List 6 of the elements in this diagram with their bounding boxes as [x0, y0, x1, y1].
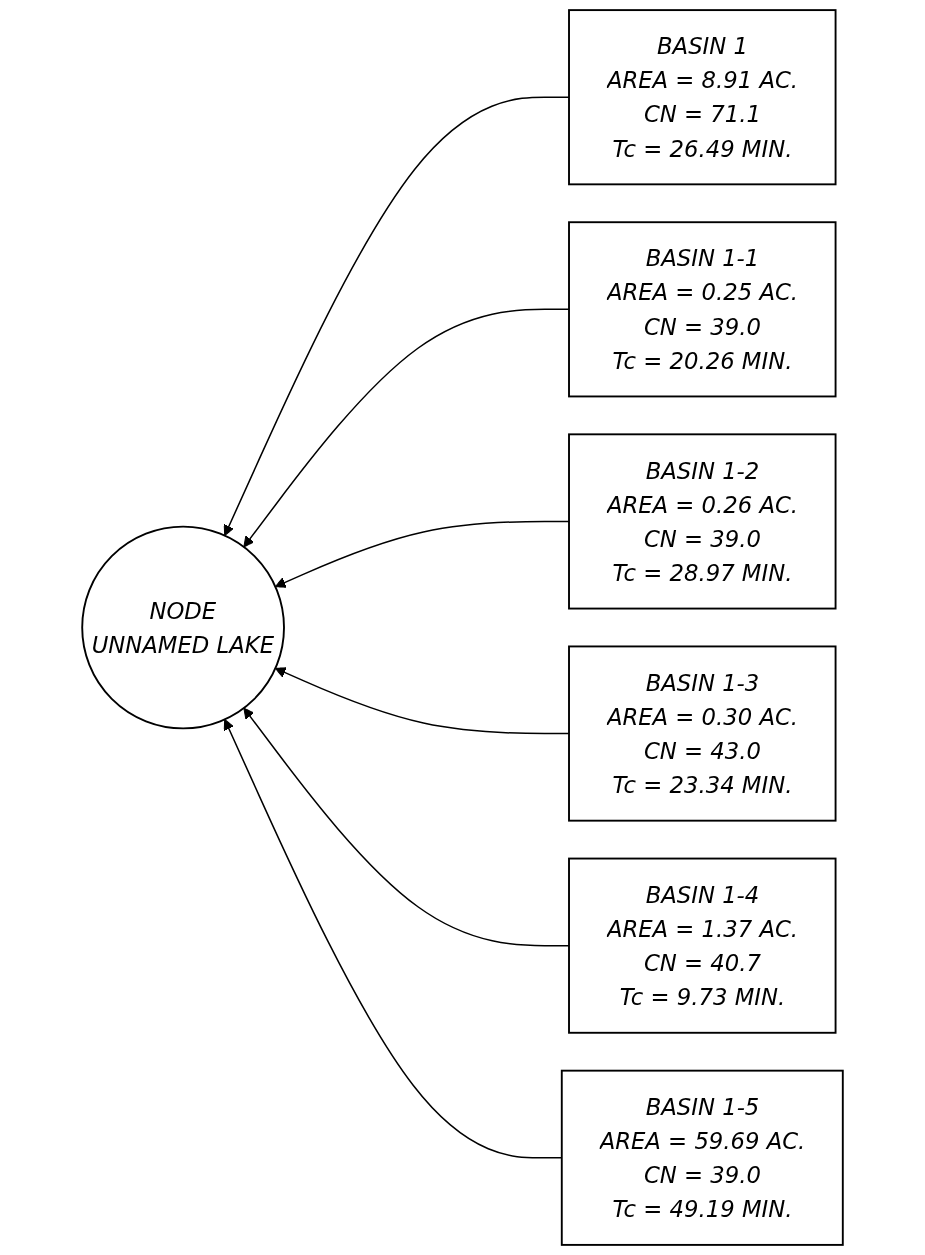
node-circle: NODE UNNAMED LAKE — [81, 525, 285, 730]
arrow — [274, 520, 570, 588]
arrow — [274, 667, 570, 735]
arrow — [243, 707, 570, 947]
arrow — [243, 308, 570, 548]
arrow — [223, 96, 570, 537]
